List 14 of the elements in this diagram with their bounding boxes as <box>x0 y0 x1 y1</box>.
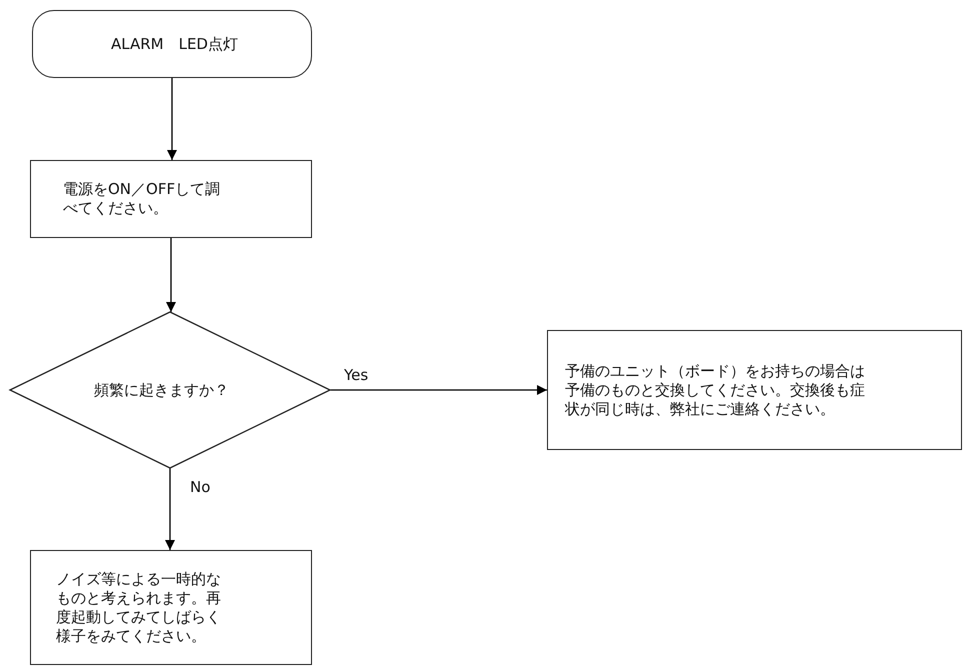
node-text: 頻繁に起きますか？ <box>94 380 230 400</box>
process-box <box>547 330 962 450</box>
node-text: ノイズ等による一時的なものと考えられます。再度起動してみてしばらく様子をみてください。 <box>56 570 222 646</box>
node-text: 予備のユニット（ボード）をお持ちの場合は予備のものと交換してください。交換後も症状が同じ時は、弊社にご連絡ください。 <box>565 362 865 418</box>
decision-diamond <box>10 312 330 468</box>
arrow <box>330 385 547 395</box>
process-box <box>30 550 312 665</box>
start-terminal <box>32 10 312 78</box>
arrow <box>165 468 175 550</box>
node-text: ALARM LED点灯 <box>111 34 239 54</box>
node-text: 電源をON／OFFして調べてください。 <box>63 180 222 218</box>
process-box <box>30 160 312 238</box>
arrow <box>166 238 176 312</box>
arrow <box>167 78 177 160</box>
